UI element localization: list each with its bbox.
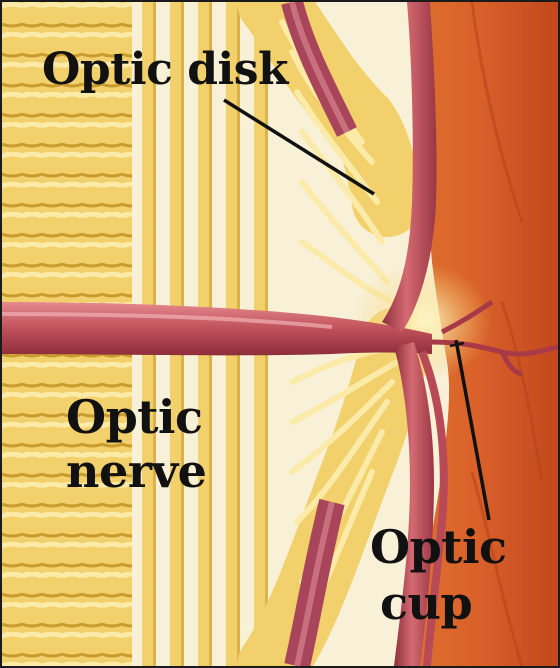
optic-cup-label-line2: cup: [380, 580, 472, 626]
optic-disk-label: Optic disk: [42, 48, 288, 92]
optic-cup-label-line1: Optic: [370, 524, 506, 570]
optic-nerve-label-line1: Optic: [66, 394, 202, 440]
optic-nerve-label-line2: nerve: [66, 448, 206, 494]
